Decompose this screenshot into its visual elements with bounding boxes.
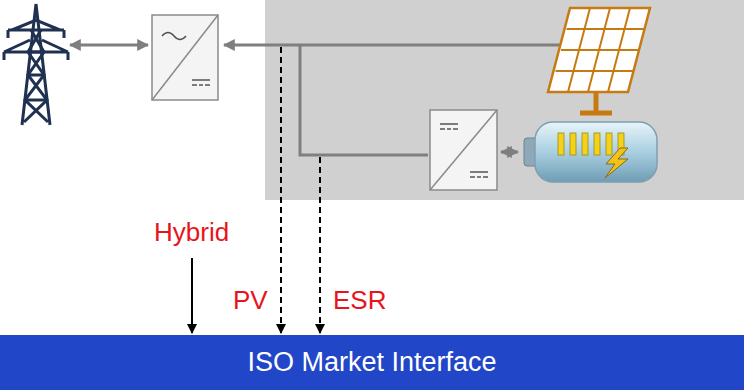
esr-label: ESR — [333, 285, 386, 315]
dc-dc-converter — [430, 110, 497, 190]
pv-arrow — [280, 47, 282, 333]
inverter-symbol — [152, 15, 218, 100]
pv-label: PV — [233, 285, 268, 315]
market-interface-band: ISO Market Interface — [0, 335, 744, 390]
node-text: ISO Market Interface — [247, 347, 496, 378]
battery — [524, 122, 657, 182]
pv-panel — [548, 8, 650, 113]
hybrid-label: Hybrid — [154, 217, 229, 247]
hybrid-arrow — [191, 258, 193, 333]
dc-bus — [224, 45, 560, 155]
transmission-tower — [4, 4, 68, 125]
grid-link — [70, 44, 148, 47]
battery-link — [501, 151, 518, 154]
hybrid-plant-panel — [265, 0, 744, 200]
esr-arrow — [319, 157, 321, 333]
